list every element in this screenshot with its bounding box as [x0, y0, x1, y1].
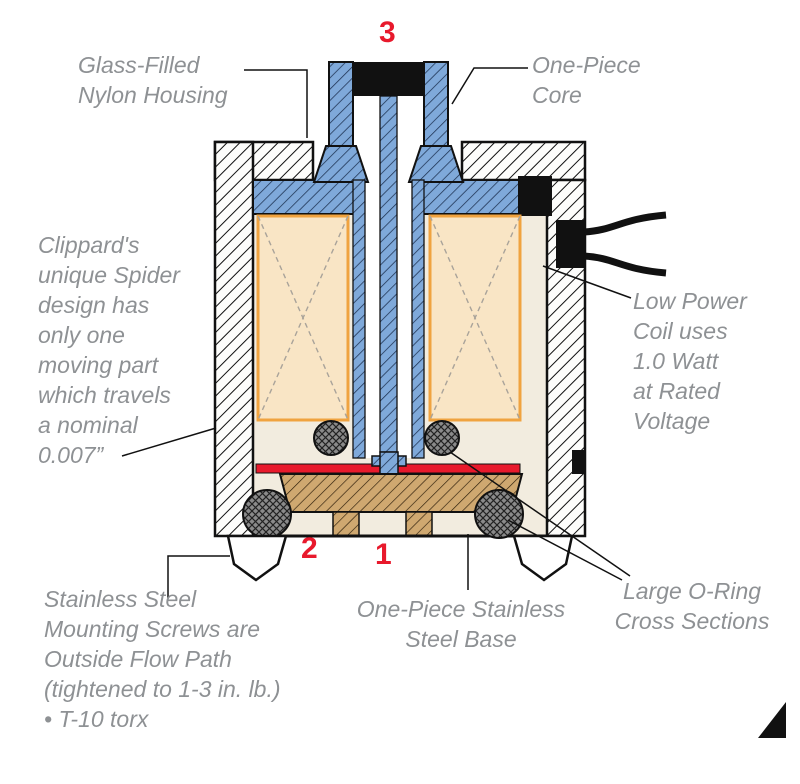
lead-wires: [556, 211, 667, 474]
callout-coil: Low Power Coil uses 1.0 Watt at Rated Vo…: [633, 288, 747, 434]
wire-entry-block: [518, 176, 552, 216]
leader-screws: [167, 555, 230, 598]
port-number-3: 3: [379, 16, 396, 49]
base-section: [226, 473, 574, 582]
callout-orings: Large O-Ring Cross Sections: [614, 578, 770, 634]
corner-mark: [758, 702, 786, 738]
port-number-1: 1: [375, 538, 392, 571]
callout-housing: Glass-Filled Nylon Housing: [78, 52, 228, 108]
core-section: [312, 61, 465, 459]
oring-bottom-right: [474, 489, 524, 539]
callout-mounting-screws: Stainless Steel Mounting Screws are Outs…: [44, 586, 281, 732]
mounting-foot-right: [512, 534, 574, 582]
leader-oring-2: [449, 451, 631, 577]
callout-core: One-Piece Core: [532, 52, 641, 108]
leader-housing: [244, 69, 308, 138]
oring-mid-right: [424, 420, 460, 456]
port-number-2: 2: [301, 532, 318, 565]
leader-oring-1: [507, 519, 623, 581]
mounting-foot-left: [226, 534, 288, 582]
leader-spider: [121, 427, 217, 457]
oring-mid-left: [313, 420, 349, 456]
leader-coil: [542, 265, 632, 299]
leader-core: [451, 67, 528, 105]
callout-base: One-Piece Stainless Steel Base: [356, 596, 566, 652]
port3-opening: [353, 62, 424, 96]
core-stem: [379, 95, 398, 453]
leader-lines: [121, 67, 632, 598]
callout-spider: Clippard's unique Spider design has only…: [38, 232, 180, 468]
oring-bottom-left: [242, 489, 292, 539]
oring-section: [313, 420, 460, 456]
